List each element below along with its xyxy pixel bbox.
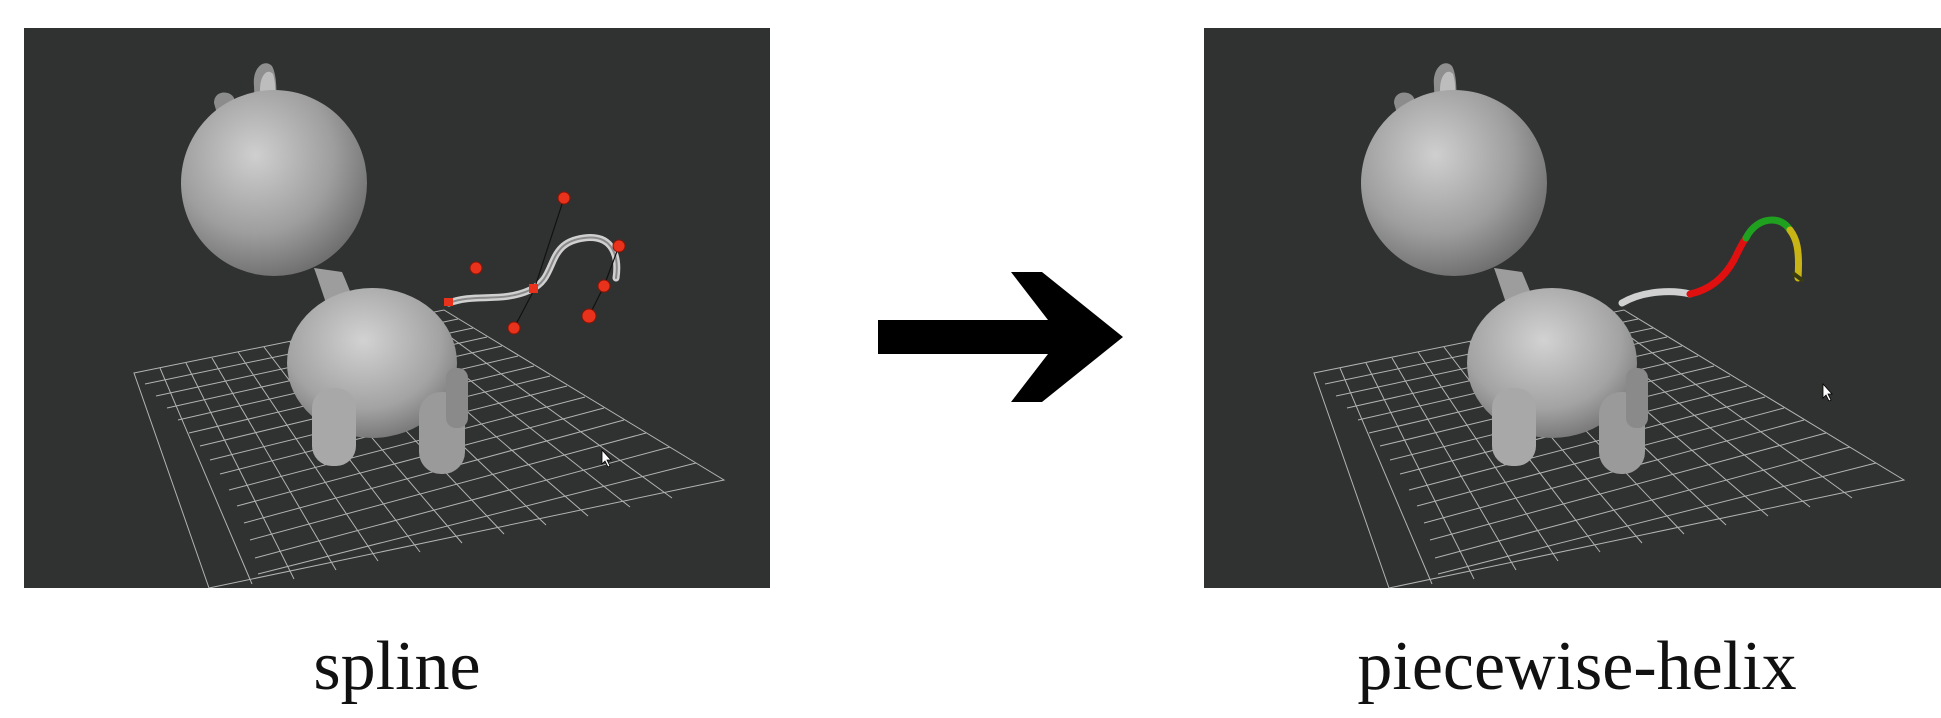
viewport-spline[interactable] — [24, 28, 770, 588]
caption-piecewise-helix: piecewise-helix — [1357, 628, 1797, 705]
spline-control-points-icon[interactable] — [444, 191, 626, 335]
viewport-piecewise-helix[interactable] — [1204, 28, 1941, 588]
caption-spline: spline — [313, 628, 481, 705]
right-arrow-icon — [878, 272, 1123, 402]
scene-spline — [133, 63, 726, 588]
mouse-cursor-icon — [601, 448, 612, 468]
cat-model-icon — [181, 63, 621, 474]
mouse-cursor-icon — [1822, 382, 1833, 402]
grid-floor-icon — [133, 309, 726, 588]
cat-model-icon — [1361, 63, 1694, 474]
helix-segments-icon[interactable] — [1686, 216, 1804, 298]
scene-piecewise-helix — [1313, 63, 1906, 588]
